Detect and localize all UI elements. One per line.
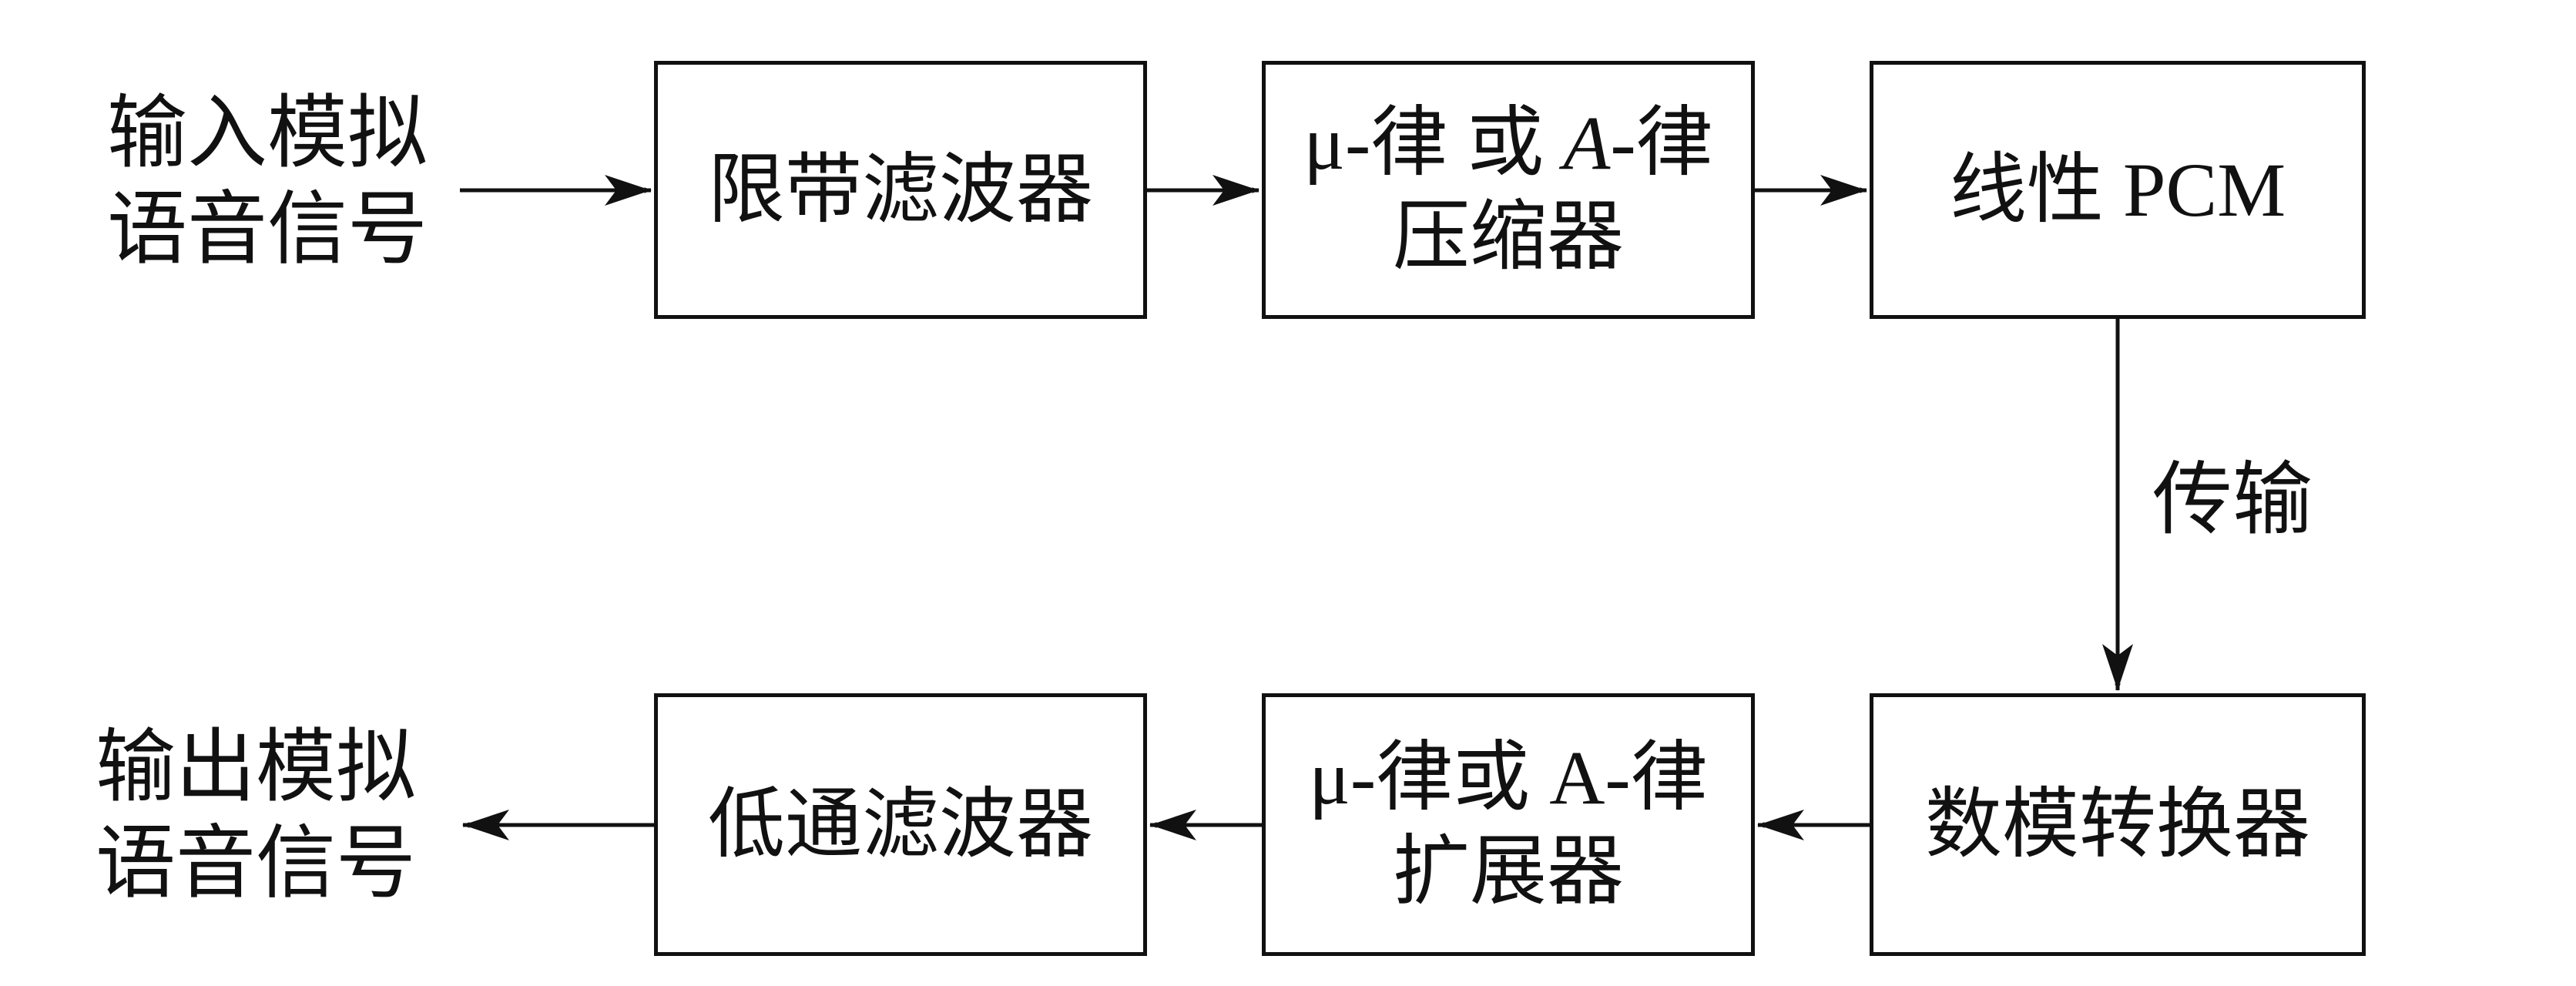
bandlimit-filter-block: 限带滤波器 <box>654 61 1147 319</box>
compressor-label-line2: 压缩器 <box>1393 193 1624 280</box>
compressor-block: μ-律 或 A-律 压缩器 <box>1262 61 1755 319</box>
compressor-law-mu: μ-律 或 <box>1303 99 1564 186</box>
input-label-line1: 输入模拟 <box>107 89 428 178</box>
expander-label-line2: 扩展器 <box>1393 828 1624 914</box>
input-label-line2: 语音信号 <box>107 185 428 274</box>
bandlimit-filter-label: 限带滤波器 <box>708 146 1093 233</box>
input-signal-label: 输入模拟 语音信号 <box>107 86 428 279</box>
transmission-label: 传输 <box>2152 456 2313 545</box>
expander-block: μ-律或 A-律 扩展器 <box>1262 693 1755 956</box>
compressor-label-line1: μ-律 或 A-律 <box>1303 96 1712 190</box>
compressor-law-a: A <box>1563 99 1611 186</box>
compressor-law-suffix: -律 <box>1610 99 1713 186</box>
linear-pcm-block: 线性 PCM <box>1870 61 2366 319</box>
output-signal-label: 输出模拟 语音信号 <box>96 720 416 913</box>
dac-block: 数模转换器 <box>1870 693 2366 956</box>
lowpass-filter-label: 低通滤波器 <box>708 781 1093 867</box>
output-label-line1: 输出模拟 <box>96 723 417 812</box>
dac-label: 数模转换器 <box>1925 781 2310 867</box>
expander-label-line1: μ-律或 A-律 <box>1309 734 1708 820</box>
linear-pcm-label: 线性 PCM <box>1949 146 2286 233</box>
output-label-line2: 语音信号 <box>96 819 417 908</box>
lowpass-filter-block: 低通滤波器 <box>654 693 1147 956</box>
